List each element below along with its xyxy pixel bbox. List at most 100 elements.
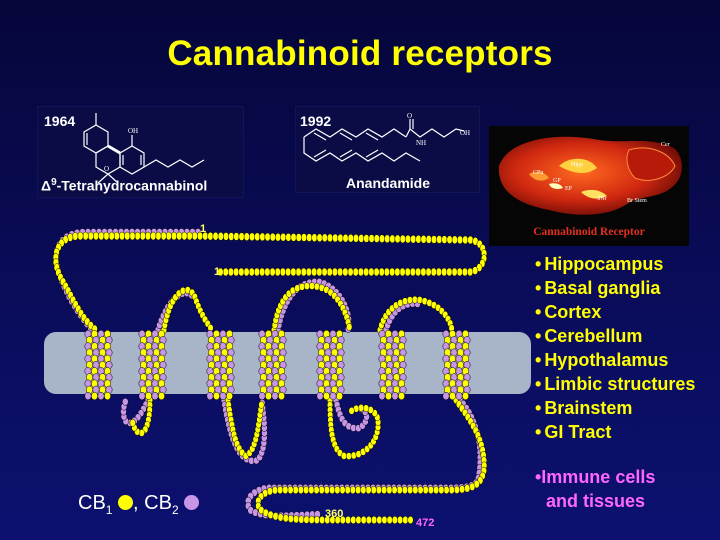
cb1-residue xyxy=(318,485,325,495)
cb1-residue xyxy=(313,515,320,524)
cb1-residue xyxy=(404,267,411,277)
anandamide-structure-panel: O NH OH 1992 Anandamide xyxy=(295,106,480,193)
cb1-residue xyxy=(456,235,464,245)
cb1-residue xyxy=(381,515,388,525)
cb1-residue xyxy=(326,233,334,243)
cb1-residue xyxy=(350,515,357,525)
cb1-residue xyxy=(285,267,292,277)
cb1-residue xyxy=(332,233,339,243)
cb1-residue xyxy=(181,231,188,241)
cb1-residue xyxy=(277,513,284,522)
cb1-residue xyxy=(248,267,255,277)
cb1-residue xyxy=(446,235,453,244)
cb1-residue xyxy=(402,515,409,525)
cb1-residue xyxy=(396,485,403,495)
cb1-residue xyxy=(415,234,422,244)
cb1-residue xyxy=(355,485,362,495)
region-label: Hippocampus xyxy=(544,254,664,274)
cb1-residue xyxy=(349,485,356,495)
brain-label-snr: SNr xyxy=(597,196,607,202)
cb1-residue xyxy=(342,267,349,277)
cb1-residue xyxy=(280,232,287,242)
cb1-residue xyxy=(259,232,266,242)
bullet-icon: • xyxy=(535,326,542,346)
cb1-residue xyxy=(321,267,328,277)
bullet-icon: • xyxy=(535,398,542,418)
brain-caption: Cannabinoid Receptor xyxy=(533,226,645,238)
cb1-residue xyxy=(407,485,414,495)
brain-label-hipp: Hipp xyxy=(571,162,583,168)
cb1-residue xyxy=(348,406,355,415)
cb1-residue xyxy=(399,267,406,277)
thc-name-rest: -Tetrahydrocannabinol xyxy=(56,177,208,194)
cb1-residue xyxy=(98,231,105,241)
cb1-residue xyxy=(253,267,260,277)
region-label: Hypothalamus xyxy=(544,350,669,370)
cb1-residue xyxy=(389,267,396,277)
bullet-icon: • xyxy=(535,278,542,298)
cb1-residue xyxy=(427,485,434,495)
cb1-residue xyxy=(401,485,408,495)
cb2-helix-residue xyxy=(316,391,324,401)
cb1-residue xyxy=(108,231,115,241)
cb1-residue xyxy=(459,485,466,494)
cb1-residue xyxy=(347,267,354,277)
cb1-residue xyxy=(305,267,312,277)
cb1-residue xyxy=(420,267,427,277)
cb2-helix-residue xyxy=(391,391,399,401)
cb1-helix-residue xyxy=(91,391,98,401)
cb1-residue xyxy=(472,266,479,275)
cb1-residue xyxy=(233,267,240,277)
legend-cb1-sub: 1 xyxy=(105,503,113,517)
cb1-residue xyxy=(233,232,240,241)
cb1-residue xyxy=(129,231,136,241)
cb1-residue xyxy=(420,235,427,244)
cb1-residue xyxy=(464,484,471,493)
cb1-residue xyxy=(456,267,463,277)
cb1-residue xyxy=(139,231,146,241)
cb1-residue xyxy=(337,233,344,243)
region-item: •Cerebellum xyxy=(535,324,695,348)
cb1-residue xyxy=(462,235,469,245)
cb1-residue xyxy=(326,267,333,277)
cb1-residue xyxy=(347,233,354,243)
cb1-residue xyxy=(368,234,375,243)
cb1-residue-chain xyxy=(52,231,488,525)
bullet-icon: • xyxy=(535,350,542,370)
thc-oh-label: OH xyxy=(128,127,138,135)
cb2-helix-residue xyxy=(151,391,159,401)
cb1-residue xyxy=(394,234,401,244)
cb1-helix-residue xyxy=(158,391,165,401)
cb1-residue xyxy=(316,233,323,243)
cb2-helix-residue xyxy=(329,391,337,401)
anandamide-year: 1992 xyxy=(300,113,332,129)
cb2-residue xyxy=(122,397,129,406)
cb1-residue xyxy=(358,234,365,243)
cb1-residue xyxy=(345,515,352,525)
cb1-residue xyxy=(311,233,318,242)
cb1-residue xyxy=(441,235,448,244)
cb1-residue xyxy=(342,233,349,243)
brain-section-drawing xyxy=(498,136,682,215)
cb1-residue xyxy=(371,515,378,525)
cb1-helix-residue xyxy=(145,391,152,401)
cb1-residue xyxy=(176,231,183,241)
cb1-helix-residue xyxy=(398,391,405,401)
cb2-helix-residue xyxy=(258,391,266,401)
cb2-helix-residue xyxy=(206,391,214,401)
cb2-helix-residue xyxy=(84,391,92,401)
legend-separator: , xyxy=(133,492,139,514)
thc-year: 1964 xyxy=(44,113,76,129)
cb1-residue xyxy=(134,231,141,241)
cb1-residue xyxy=(357,267,364,277)
legend-cb1-base: CB xyxy=(78,492,106,514)
cb2-start-residue-label: 1 xyxy=(200,223,207,235)
cb1-residue xyxy=(238,232,245,241)
cb1-residue xyxy=(113,231,120,241)
cb1-residue xyxy=(391,515,398,525)
cb1-helix-residue xyxy=(104,391,111,401)
thc-structure-drawing: OH O xyxy=(83,113,205,184)
expression-region-list: •Hippocampus•Basal ganglia•Cortex•Cerebe… xyxy=(535,252,695,444)
cb1-residue xyxy=(160,231,167,241)
